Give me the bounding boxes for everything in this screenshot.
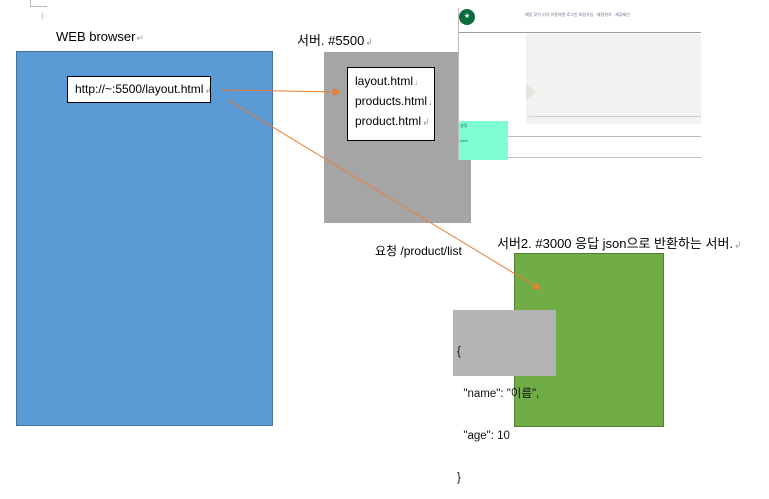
divider (507, 157, 701, 158)
webpage-preview: ★ 매장 찾기·기기 이용약관 로그인 회원가입 · 매장위치 · 제휴제안 설… (458, 8, 701, 160)
line-break-mark: ↓ (414, 77, 419, 87)
file-list-box: layout.html↓ products.html↓ product.html… (347, 67, 435, 141)
file-name: layout.html (355, 74, 414, 88)
mint-panel-text: 설정 (460, 123, 468, 128)
server1-title-text: 서버. #5500 (297, 33, 365, 48)
file-item-products: products.html↓ (355, 92, 434, 112)
paragraph-mark: ↲ (734, 240, 742, 250)
server2-title: 서버2. #3000 응답 json으로 반환하는 서버.↲ (497, 233, 742, 252)
paragraph-mark: ↵ (136, 33, 145, 43)
line-break-mark: ↓ (428, 97, 433, 107)
file-name: products.html (355, 94, 428, 108)
server1-title: 서버. #5500↲ (297, 30, 373, 49)
preview-nav: 매장 찾기·기기 이용약관 로그인 회원가입 · 매장위치 · 제휴제안 (525, 12, 630, 17)
divider (529, 116, 701, 117)
arrows-layer (221, 87, 541, 290)
paragraph-mark: ↲ (365, 37, 373, 47)
arrow-browser-to-server2 (227, 99, 541, 290)
mint-panel: 설정 cont (459, 121, 508, 160)
paragraph-mark: ↲ (204, 85, 212, 95)
mint-panel-text: cont (460, 138, 468, 143)
json-line: { (457, 346, 461, 358)
brand-logo-icon: ★ (459, 9, 475, 25)
map-area (526, 34, 701, 124)
json-line: "age": 10 (457, 430, 510, 442)
browser-title: WEB browser↵ (56, 29, 144, 44)
url-text: http://~:5500/layout.html (75, 82, 204, 96)
url-box: http://~:5500/layout.html↲ (67, 76, 212, 103)
page-tick-mark (42, 13, 43, 19)
divider (459, 32, 701, 33)
page-corner-mark (30, 0, 47, 7)
json-line: "name": "이름", (457, 388, 540, 400)
server2-title-text: 서버2. #3000 응답 json으로 반환하는 서버. (497, 236, 734, 251)
request-label: 요청 /product/list (375, 244, 462, 258)
file-item-product: product.html↲ (355, 112, 434, 132)
divider (507, 136, 701, 137)
paragraph-mark: ↲ (422, 117, 430, 127)
map-landmass (526, 84, 536, 100)
json-line: } (457, 472, 461, 484)
file-name: product.html (355, 114, 422, 128)
browser-box (16, 51, 273, 426)
file-item-layout: layout.html↓ (355, 72, 434, 92)
browser-title-text: WEB browser (56, 29, 136, 44)
json-response-box: { "name": "이름", "age": 10 } (453, 310, 556, 484)
arrow-browser-to-server1 (221, 87, 341, 96)
